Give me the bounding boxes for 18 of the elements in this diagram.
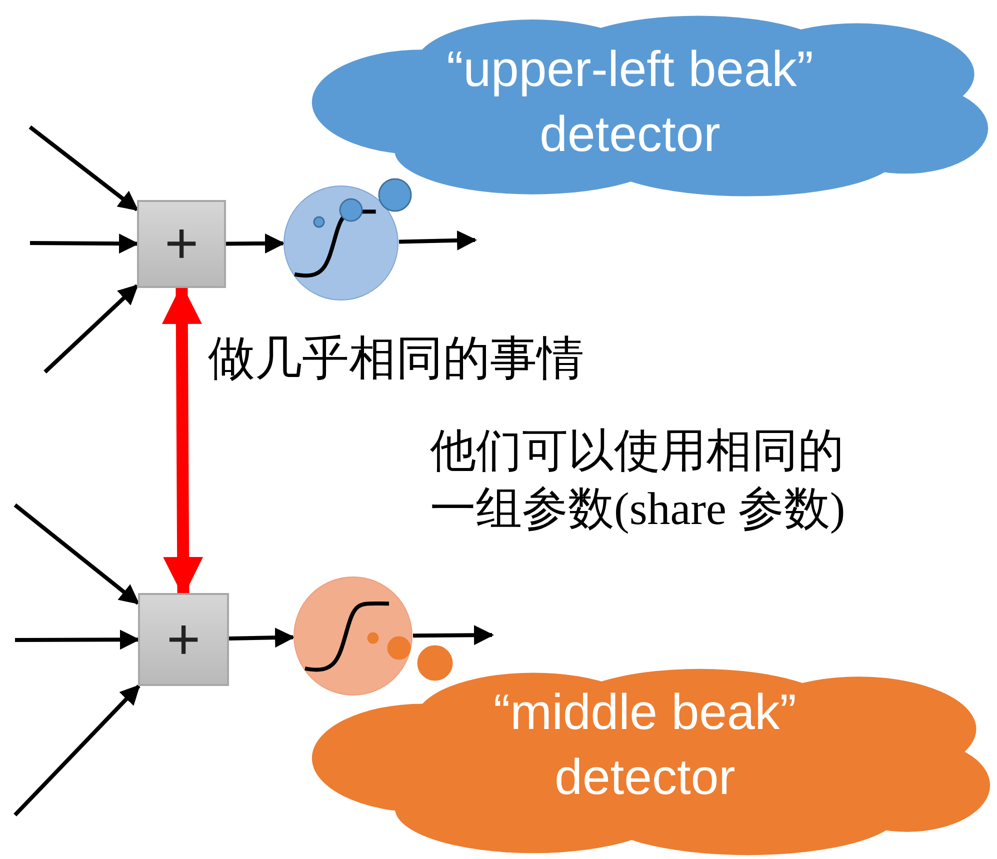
arrow (14, 503, 140, 605)
arrow (30, 234, 139, 254)
cloud-text: “upper-left beak” detector (446, 40, 814, 164)
arrow (14, 684, 140, 816)
sigmoid-neuron (283, 185, 399, 301)
arrow (228, 628, 296, 648)
sum-box: + (137, 200, 226, 288)
cloud-text: “middle beak” detector (492, 683, 798, 807)
annotation-text: 做几乎相同的事情 (208, 330, 585, 388)
arrow (412, 625, 494, 646)
arrow (226, 233, 285, 254)
arrow (398, 230, 477, 250)
annotation-text: 他们可以使用相同的一组参数(share 参数) (430, 424, 846, 536)
arrow (44, 284, 138, 374)
sum-box: + (138, 593, 229, 686)
arrow (28, 125, 139, 212)
sigmoid-neuron (293, 576, 413, 696)
arrow (15, 630, 140, 650)
